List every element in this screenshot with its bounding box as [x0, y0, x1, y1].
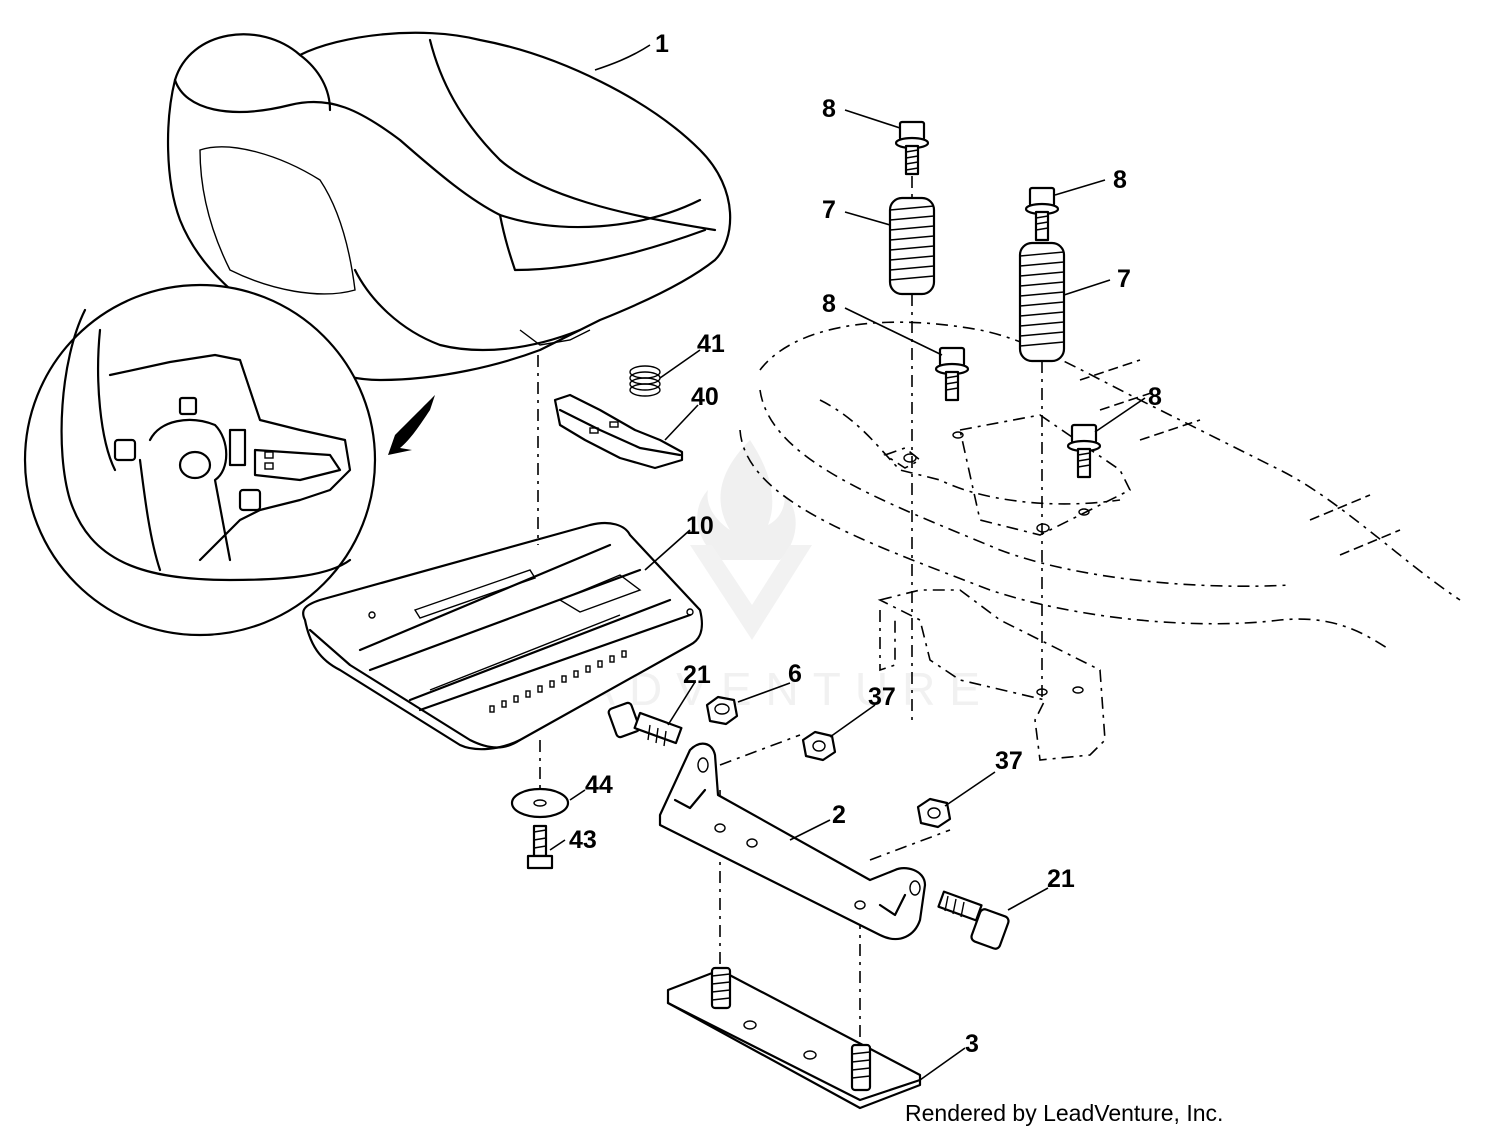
- callout-43: 43: [569, 826, 597, 854]
- suspension-spring-right: [1018, 241, 1066, 363]
- seat-bracket: [658, 742, 927, 941]
- lock-nut-6: [705, 695, 739, 726]
- seat-spring-small: [629, 365, 661, 397]
- bolt-8-mid-left: [934, 346, 970, 402]
- callout-44: 44: [585, 771, 613, 799]
- callout-40: 40: [691, 383, 719, 411]
- seat-pan: [302, 521, 704, 751]
- callout-10: 10: [686, 512, 714, 540]
- bolt-8-top-left: [894, 120, 930, 176]
- tractor-frame-outline: [739, 321, 1461, 761]
- nut-37-upper: [801, 730, 837, 762]
- callout-8: 8: [1148, 383, 1162, 411]
- callout-7: 7: [1117, 265, 1131, 293]
- callout-1: 1: [655, 30, 669, 58]
- callout-6: 6: [788, 660, 802, 688]
- shoulder-bolt-21-right: [937, 890, 1010, 950]
- callout-8: 8: [1113, 166, 1127, 194]
- callout-37: 37: [995, 747, 1023, 775]
- shoulder-bolt-21-left: [607, 701, 683, 747]
- detail-inset: [23, 283, 435, 637]
- callout-8: 8: [822, 290, 836, 318]
- bolt-43: [526, 824, 554, 870]
- callout-2: 2: [832, 801, 846, 829]
- callout-labels: 1 8 7 8 8 7 8 41 40 10 21 6 37 37 44 43 …: [569, 30, 1162, 1058]
- seat-latch-clip: [553, 393, 684, 470]
- callout-21: 21: [1047, 865, 1075, 893]
- render-credit: Rendered by LeadVenture, Inc.: [905, 1100, 1224, 1126]
- callout-leaders: [549, 44, 1146, 1081]
- callout-21: 21: [683, 661, 711, 689]
- callout-8: 8: [822, 95, 836, 123]
- frame-holes: [903, 431, 1090, 533]
- mounting-plate: [666, 966, 922, 1110]
- bolt-8-top-right: [1024, 186, 1060, 242]
- callout-37: 37: [868, 683, 896, 711]
- seat-pan-adjust-slots: [489, 650, 627, 713]
- callout-3: 3: [965, 1030, 979, 1058]
- callout-41: 41: [697, 330, 725, 358]
- nut-37-lower: [916, 797, 952, 829]
- watermark-v-logo-icon: [690, 545, 812, 640]
- suspension-spring-left: [888, 196, 936, 296]
- callout-7: 7: [822, 196, 836, 224]
- watermark-flame-icon: [697, 440, 796, 560]
- bolt-8-mid-right: [1066, 423, 1102, 479]
- washer-44: [510, 787, 570, 819]
- curved-arrow-icon: [388, 395, 435, 455]
